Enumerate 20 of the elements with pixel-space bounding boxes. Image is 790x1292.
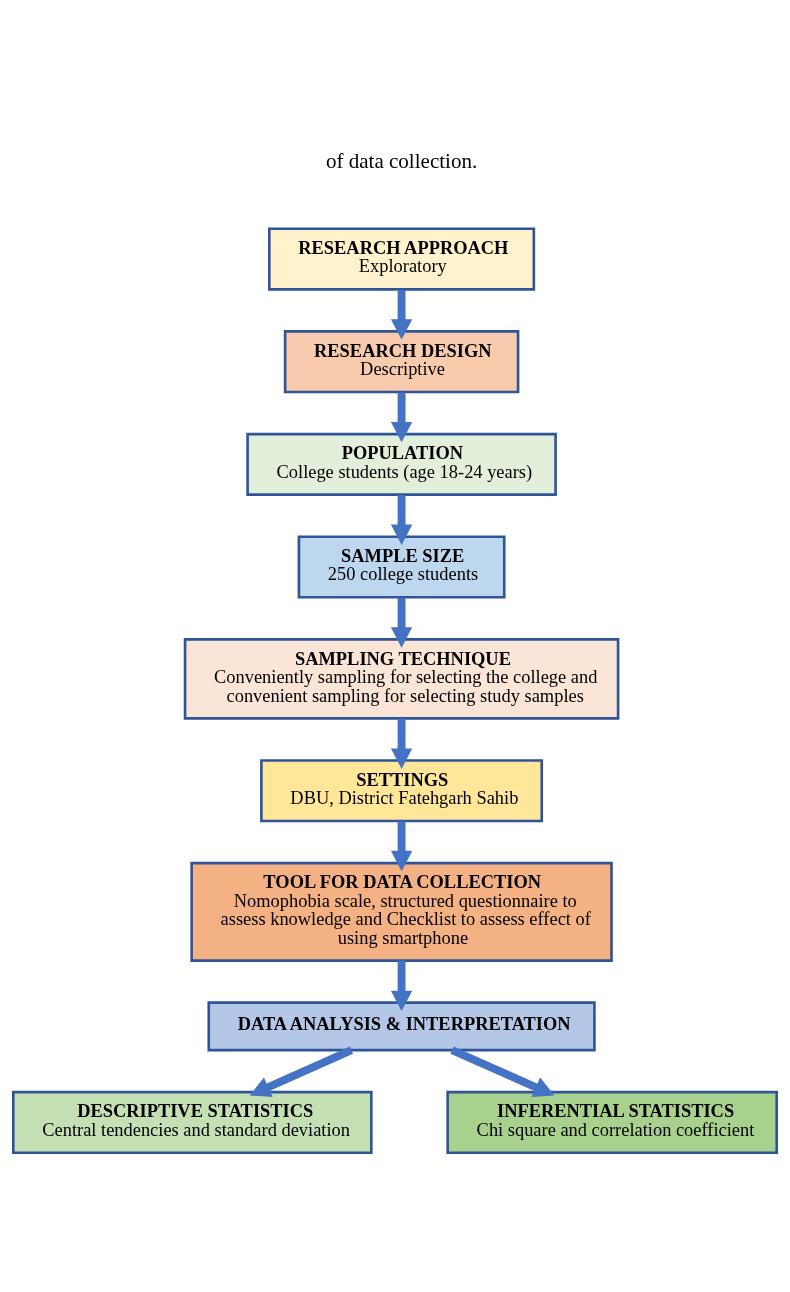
arrow — [390, 495, 413, 545]
arrow — [390, 597, 413, 648]
node-box: POPULATION College students (age 18-24 years) — [246, 432, 557, 496]
node-box: DATA ANALYSIS & INTERPRETATION — [207, 1001, 596, 1052]
node-box: RESEARCH DESIGN Descriptive — [283, 330, 520, 394]
arrow — [390, 718, 413, 769]
node-box: DESCRIPTIVE STATISTICS Central tendencies and standard deviation — [12, 1090, 373, 1155]
node-box: SAMPLING TECHNIQUE Conveniently sampling for selecting the college and convenient sampling for selecting study samples — [183, 638, 620, 720]
arrow — [390, 289, 413, 340]
node-box: INFERENTIAL STATISTICS Chi square and correlation coefficient — [446, 1090, 778, 1155]
arrow — [390, 392, 413, 443]
node-box: SETTINGS DBU, District Fatehgarh Sahib — [260, 759, 544, 823]
arrow — [249, 1046, 354, 1097]
label: of data collection. — [325, 148, 478, 173]
arrow — [450, 1046, 555, 1097]
node-box: RESEARCH APPROACH Exploratory — [268, 227, 536, 291]
arrow — [390, 821, 413, 872]
arrow — [390, 960, 413, 1012]
node-box: SAMPLE SIZE 250 college students — [297, 535, 506, 599]
node-box: TOOL FOR DATA COLLECTION Nomophobia scale, structured questionnaire to assess knowledge and Checklist to assess effect of using smartphone — [190, 861, 613, 962]
